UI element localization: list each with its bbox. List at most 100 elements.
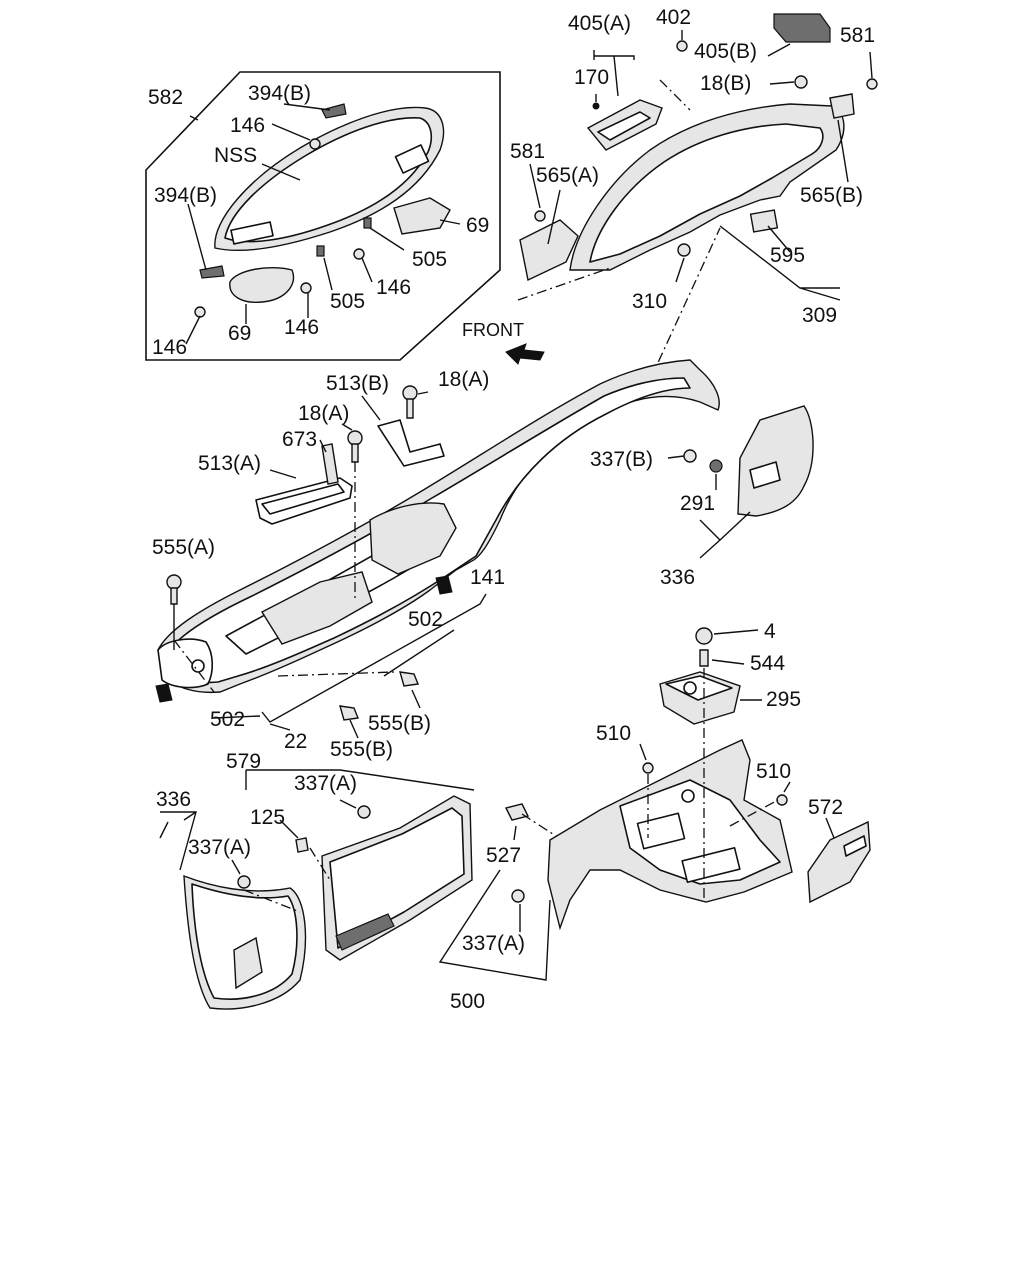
hood-window (394, 144, 430, 174)
screw-337a-side (237, 875, 251, 889)
label-394b-left: 394(B) (154, 184, 217, 207)
screw-146-a (309, 138, 321, 150)
label-394b-top: 394(B) (248, 82, 311, 105)
label-565a: 565(A) (536, 164, 599, 187)
clip-394b-top (321, 103, 347, 119)
label-18b: 18(B) (700, 72, 751, 95)
label-141: 141 (470, 566, 505, 589)
label-336-left: 336 (156, 788, 191, 811)
label-337a-top: 337(A) (294, 772, 357, 795)
label-405b: 405(B) (694, 40, 757, 63)
side-cover-recess (749, 461, 781, 489)
label-337a-left: 337(A) (188, 836, 251, 859)
clip-right (435, 575, 453, 595)
front-arrow-icon (505, 343, 545, 365)
glove-box-handle (335, 913, 395, 951)
label-579: 579 (226, 750, 261, 773)
bracket-565b (829, 93, 855, 119)
cluster-housing-face (589, 123, 824, 263)
meter-hood-top (224, 117, 433, 243)
screw-146-b (353, 248, 365, 260)
lower-left-panels (159, 769, 475, 1010)
meter-hood-inset (145, 71, 501, 361)
label-146-c: 146 (284, 316, 319, 339)
label-500: 500 (450, 990, 485, 1013)
label-502-bottom: 502 (210, 708, 245, 731)
label-595: 595 (770, 244, 805, 267)
nut-291 (709, 459, 723, 473)
console-top-surface (619, 779, 781, 885)
clip-527 (504, 803, 530, 821)
console-knob (681, 789, 695, 803)
side-cover-336-right (737, 405, 814, 517)
clip-170 (592, 102, 600, 110)
label-125: 125 (250, 806, 285, 829)
screw-146-c (300, 282, 312, 294)
label-22: 22 (284, 730, 307, 753)
label-310: 310 (632, 290, 667, 313)
label-18a-left: 18(A) (298, 402, 349, 425)
side-cover-left-recess (233, 936, 263, 990)
screw-510-right (776, 794, 788, 806)
screw-581-right (866, 78, 878, 90)
screw-555a (166, 574, 182, 590)
side-panel-572 (807, 820, 871, 904)
dashboard-main-panel (155, 359, 720, 739)
label-18a-right: 18(A) (438, 368, 489, 391)
bolt-18a-right (402, 385, 418, 401)
bolt-555b-left (339, 705, 359, 721)
end-cap-hole (191, 659, 205, 673)
label-581-left: 581 (510, 140, 545, 163)
label-336-right: 336 (660, 566, 695, 589)
label-170: 170 (574, 66, 609, 89)
cup-holder-top (665, 675, 733, 701)
bolt-555b-right (399, 671, 419, 687)
label-513b: 513(B) (326, 372, 389, 395)
part-number-labels: 582 394(B) 146 NSS 394(B) 69 505 146 505… (148, 6, 875, 1013)
clip-394b-left (199, 265, 225, 279)
dash-end-cap (157, 638, 214, 689)
label-nss: NSS (214, 144, 257, 167)
vent-grille-69-right (393, 197, 451, 235)
label-505-b: 505 (330, 290, 365, 313)
dash-brackets (255, 385, 445, 600)
panel-572-slot (843, 835, 867, 857)
label-69-right: 69 (466, 214, 489, 237)
clip-left (155, 683, 173, 703)
cup-hole (683, 681, 697, 695)
label-565b: 565(B) (800, 184, 863, 207)
label-505-a: 505 (412, 248, 447, 271)
label-146-b: 146 (376, 276, 411, 299)
label-581-right: 581 (840, 24, 875, 47)
console-pocket (636, 812, 686, 850)
label-510-right: 510 (756, 760, 791, 783)
label-673: 673 (282, 428, 317, 451)
bar-673 (321, 443, 339, 485)
label-4: 4 (764, 620, 776, 643)
label-513a: 513(A) (198, 452, 261, 475)
screw-544 (699, 649, 709, 667)
screw-310 (677, 243, 691, 257)
screw-581-left (534, 210, 546, 222)
label-555b-left: 555(B) (330, 738, 393, 761)
label-572: 572 (808, 796, 843, 819)
label-309: 309 (802, 304, 837, 327)
center-console-assembly (438, 627, 871, 981)
label-337b: 337(B) (590, 448, 653, 471)
screw-18b (794, 75, 808, 89)
label-295: 295 (766, 688, 801, 711)
label-527: 527 (486, 844, 521, 867)
cap-4 (695, 627, 713, 645)
screw-146-d (194, 306, 206, 318)
screw-337a-console (511, 889, 525, 903)
screw-337b (683, 449, 697, 463)
bolt-18a-left (347, 430, 363, 446)
switch-405b-top (773, 13, 831, 43)
label-555b-right: 555(B) (368, 712, 431, 735)
label-544: 544 (750, 652, 785, 675)
cluster-housing-assembly (517, 13, 878, 381)
label-555a: 555(A) (152, 536, 215, 559)
clip-505-b (316, 245, 325, 257)
side-cover-left-face (191, 883, 298, 1000)
